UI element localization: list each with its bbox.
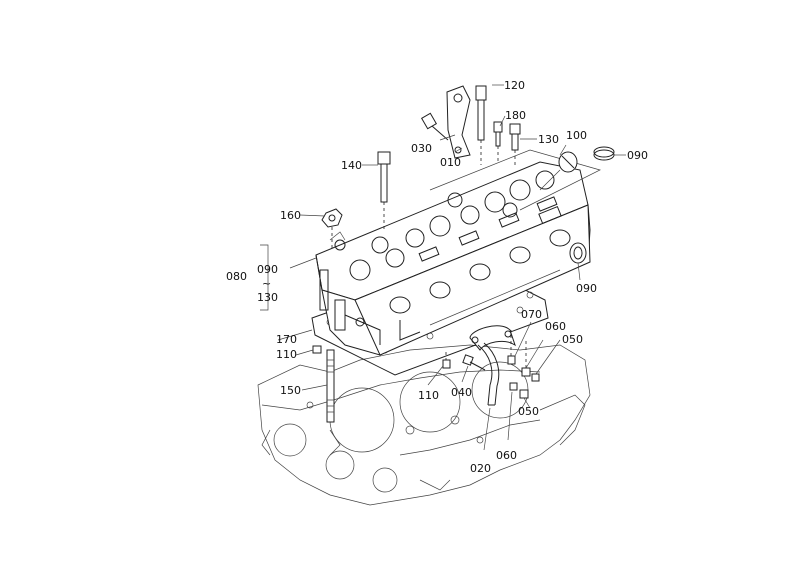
callout-140: 140: [341, 159, 362, 172]
callout-080: 080: [226, 270, 247, 283]
cylinder-head: [315, 161, 591, 356]
stud-150: [326, 349, 335, 423]
callout-180: 180: [505, 109, 526, 122]
plug-130: [509, 123, 521, 168]
dowel-110-b: [442, 352, 451, 369]
callout-160: 160: [280, 209, 301, 222]
callout-060-upper: 060: [545, 320, 566, 333]
cap-090-lower: [569, 242, 587, 264]
callout-020: 020: [470, 462, 491, 475]
sensor-180: [493, 121, 503, 162]
head-bolt-140: [377, 151, 391, 232]
callout-170: 170: [276, 333, 297, 346]
callout-050-upper: 050: [562, 333, 583, 346]
leader-lines: [260, 84, 626, 451]
callout-labels: 120 180 130 100 090 030 010 140 160 080 …: [226, 79, 648, 475]
callout-tilde: ~: [262, 277, 271, 290]
callout-130-upper: 130: [538, 133, 559, 146]
dowel-110: [312, 345, 322, 354]
callout-100: 100: [566, 129, 587, 142]
nut-160: [321, 208, 343, 250]
callout-110-mid: 110: [418, 389, 439, 402]
callout-050-lower: 050: [518, 405, 539, 418]
pipe-020: [469, 325, 516, 406]
lifting-bracket: [446, 85, 471, 159]
fastener-cluster: [507, 330, 540, 399]
plug-120: [475, 85, 487, 165]
callout-010: 010: [440, 156, 461, 169]
engine-block: [257, 344, 591, 506]
callout-040: 040: [451, 386, 472, 399]
callout-090-lower: 090: [576, 282, 597, 295]
bolt-040: [462, 354, 486, 371]
callout-070: 070: [521, 308, 542, 321]
callout-090-top: 090: [627, 149, 648, 162]
plug-100: [539, 151, 578, 191]
callout-150: 150: [280, 384, 301, 397]
callout-130-group: 130: [257, 291, 278, 304]
bolt-030: [420, 112, 449, 141]
cap-090-top: [593, 146, 615, 161]
callout-030: 030: [411, 142, 432, 155]
callout-060-lower: 060: [496, 449, 517, 462]
callout-110-left: 110: [276, 348, 297, 361]
callout-120: 120: [504, 79, 525, 92]
callout-090-group: 090: [257, 263, 278, 276]
